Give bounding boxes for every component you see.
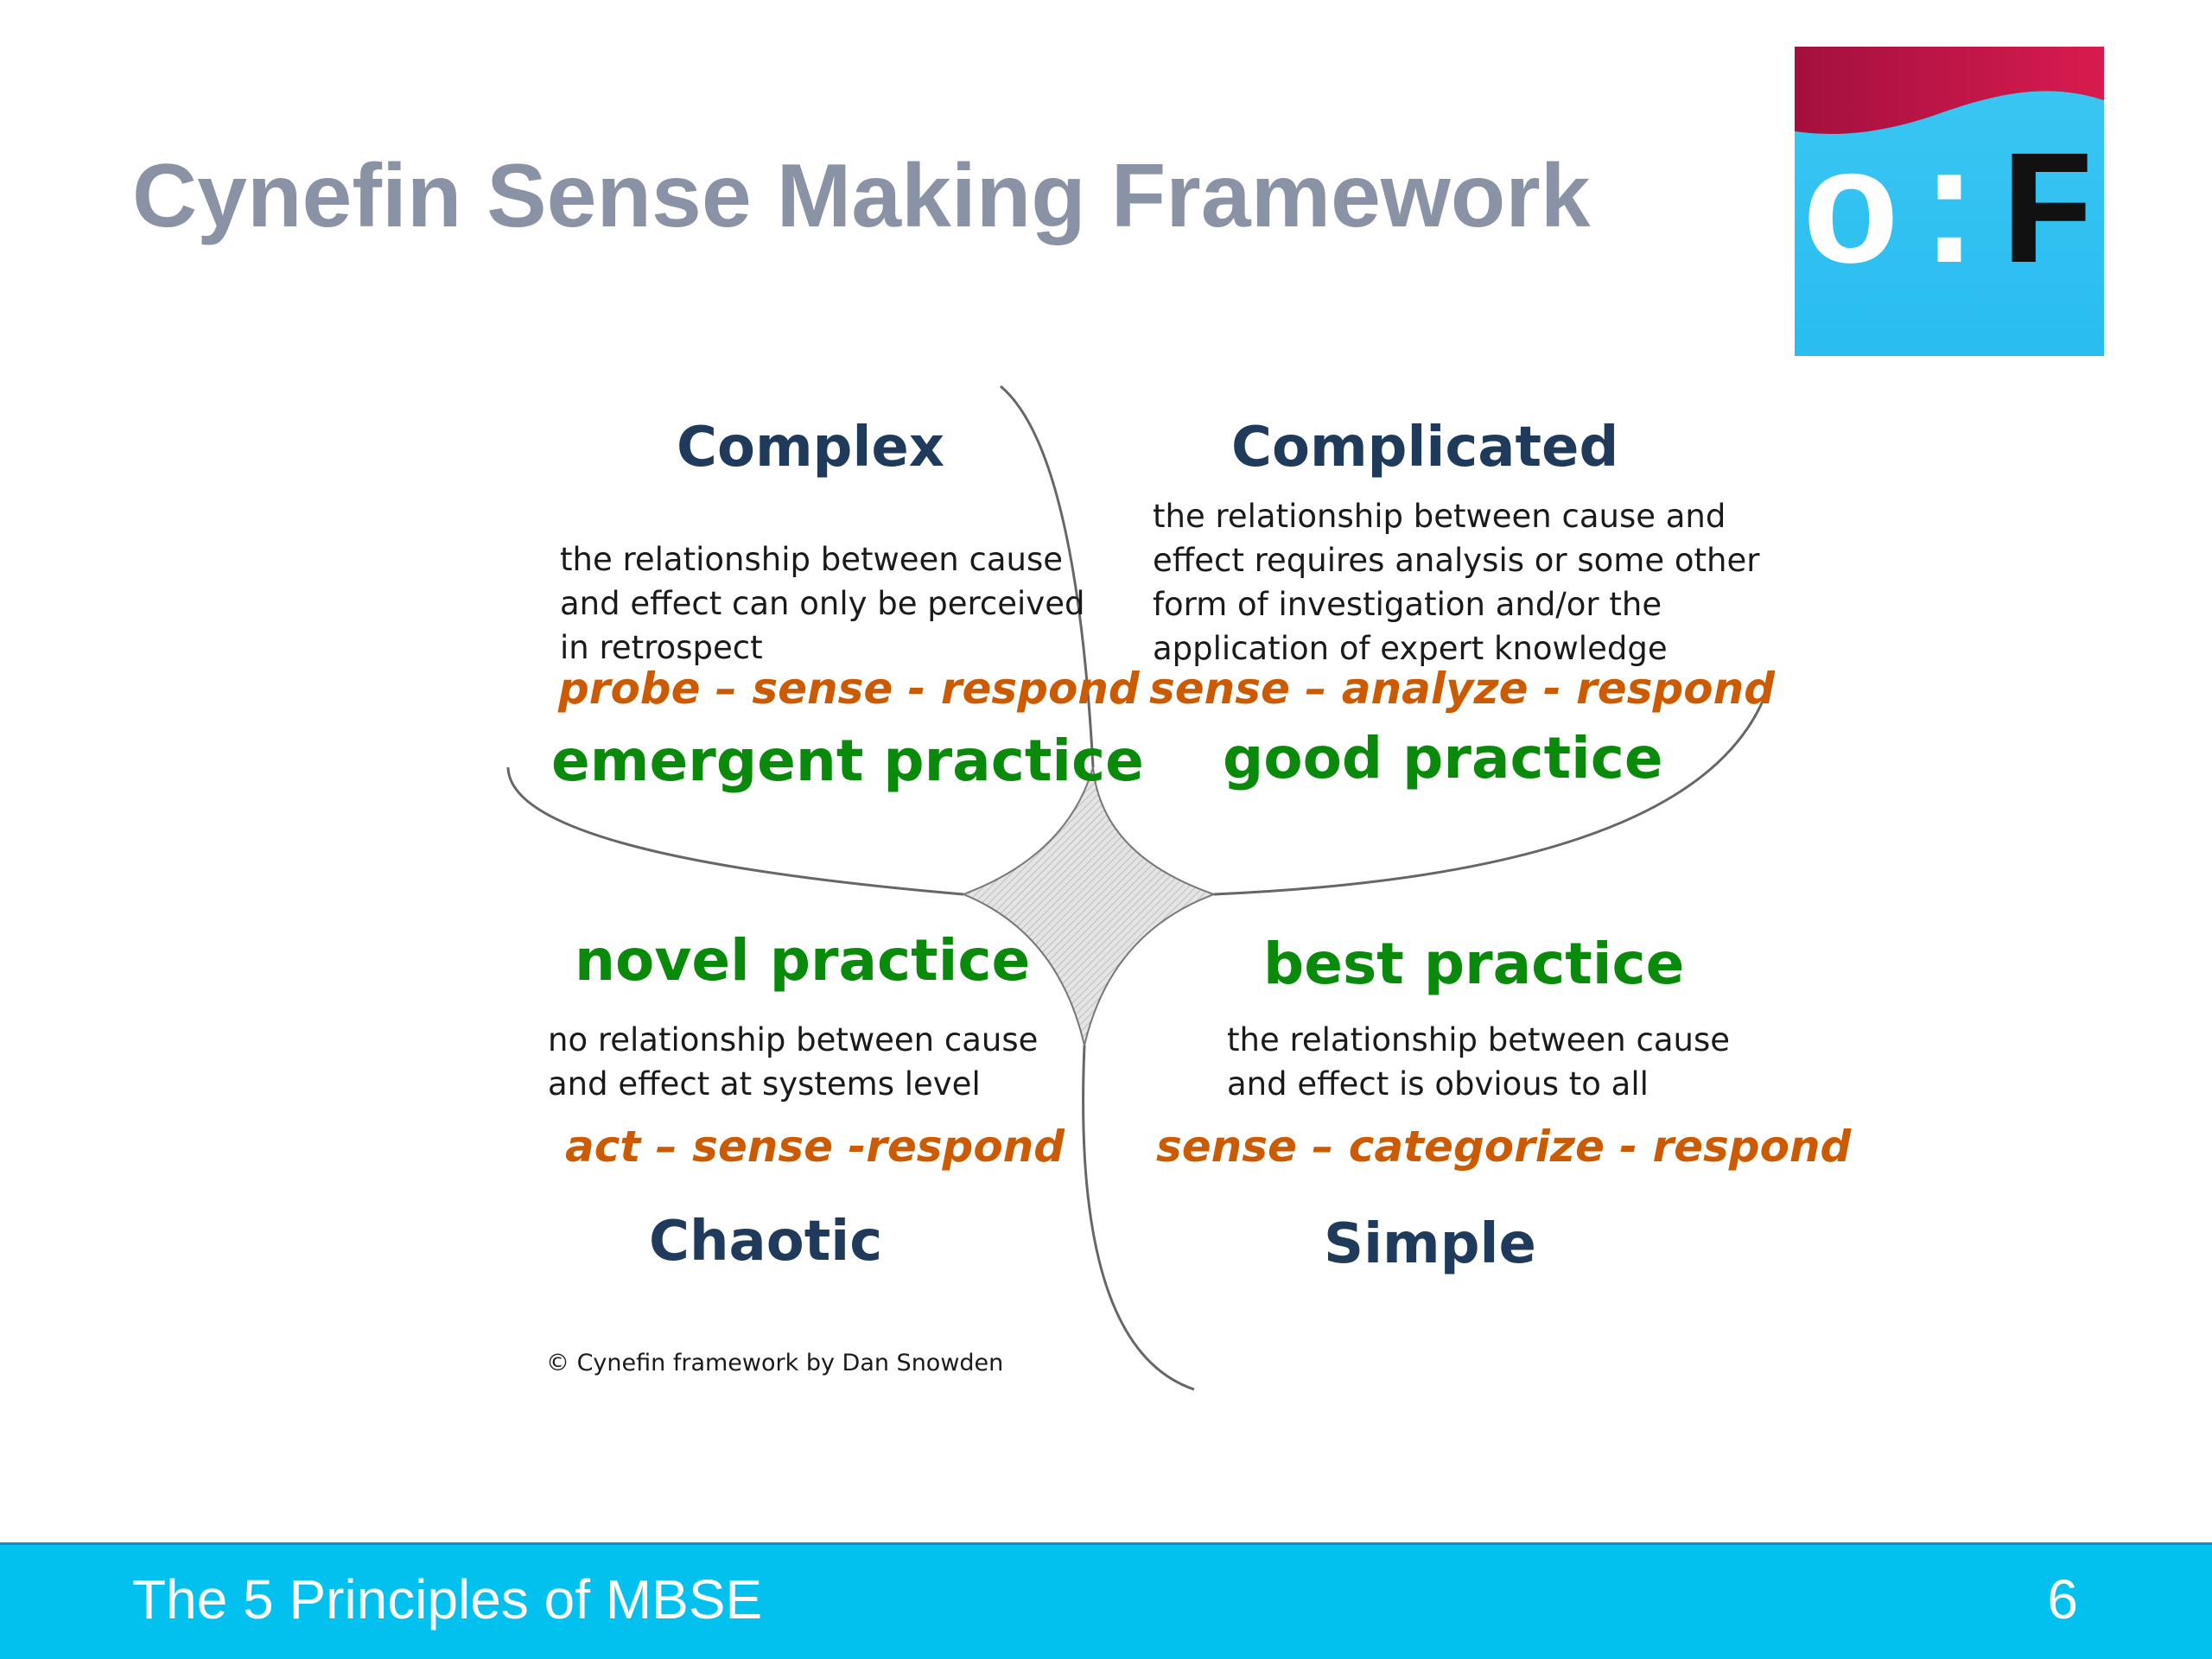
boundary-complex-left: [506, 766, 964, 896]
approach-complex: probe – sense - respond: [558, 664, 1140, 714]
boundary-simple-bottom: [1082, 1045, 1195, 1391]
practice-complex: emergent practice: [551, 728, 1144, 794]
page-number: 6: [2047, 1568, 2078, 1630]
logo-wordmark: o:F: [1795, 137, 2104, 302]
domain-simple: Simple: [1324, 1212, 1536, 1276]
domain-chaotic: Chaotic: [649, 1210, 883, 1274]
approach-simple: sense – categorize - respond: [1156, 1122, 1852, 1172]
description-line: in retrospect: [560, 629, 763, 666]
boundary-complex-top: [1000, 385, 1095, 768]
approach-chaotic: act – sense -respond: [565, 1122, 1065, 1172]
approach-complicated: sense – analyze - respond: [1149, 664, 1775, 714]
description-chaotic: no relationship between cause and effect…: [548, 1018, 1038, 1106]
footer-title: The 5 Principles of MBSE: [132, 1568, 763, 1630]
description-line: effect requires analysis or some other: [1153, 542, 1760, 579]
description-simple: the relationship between cause and effec…: [1227, 1018, 1730, 1106]
description-line: and effect at systems level: [548, 1065, 981, 1103]
footer-bar: The 5 Principles of MBSE 6: [0, 1542, 2212, 1659]
copyright-note: © Cynefin framework by Dan Snowden: [546, 1350, 1004, 1376]
disorder-region: [961, 766, 1217, 1046]
logo-background: [1795, 47, 2104, 356]
description-line: the relationship between cause and: [1153, 498, 1726, 535]
slide-title: Cynefin Sense Making Framework: [132, 146, 1591, 246]
domain-complex: Complex: [677, 416, 945, 480]
logo-f: F: [1999, 126, 2098, 312]
practice-chaotic: novel practice: [575, 927, 1031, 994]
description-complicated: the relationship between cause and effec…: [1153, 494, 1759, 671]
practice-simple: best practice: [1263, 931, 1685, 997]
description-complex: the relationship between cause and effec…: [560, 537, 1084, 670]
description-line: the relationship between cause: [1227, 1021, 1730, 1058]
company-logo: o:F: [1795, 47, 2104, 356]
domain-complicated: Complicated: [1231, 416, 1619, 480]
practice-complicated: good practice: [1223, 725, 1663, 791]
boundary-complicated-right: [1213, 682, 1771, 896]
logo-o-colon: o:: [1801, 126, 1999, 312]
description-line: form of investigation and/or the: [1153, 586, 1662, 623]
description-line: and effect can only be perceived: [560, 585, 1085, 622]
description-line: and effect is obvious to all: [1227, 1065, 1649, 1103]
description-line: the relationship between cause: [560, 541, 1063, 578]
description-line: no relationship between cause: [548, 1021, 1039, 1058]
description-line: application of expert knowledge: [1153, 630, 1668, 667]
